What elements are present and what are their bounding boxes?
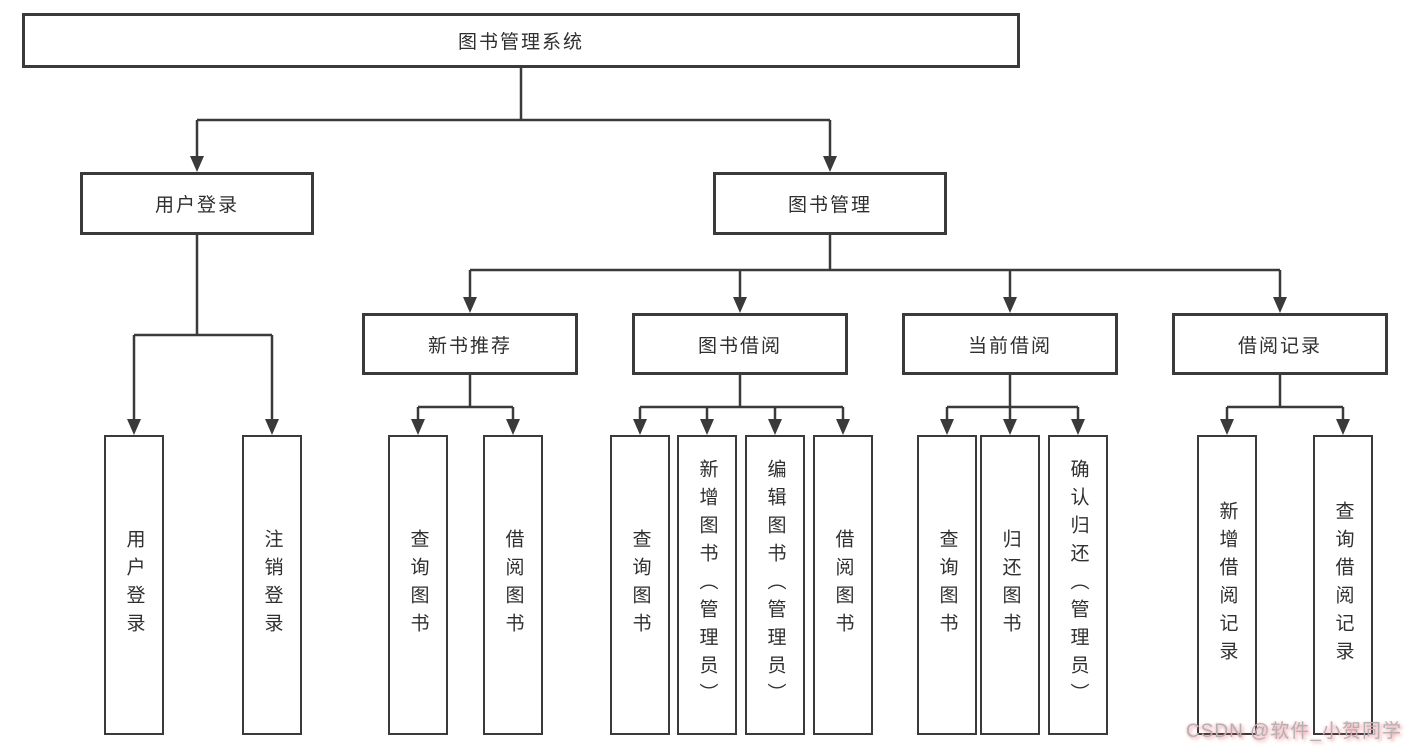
node-library-management-system: 图书管理系统 bbox=[22, 13, 1020, 68]
node-label: 借阅图书 bbox=[832, 529, 854, 641]
node-label: 查询图书 bbox=[407, 529, 429, 641]
node-user-login-group: 用户登录 bbox=[80, 172, 314, 235]
leaf-user-login: 用户登录 bbox=[104, 435, 164, 735]
leaf-add-books-admin: 新增图书（管理员） bbox=[677, 435, 737, 735]
node-label: 用户登录 bbox=[123, 529, 145, 641]
node-label: 编辑图书（管理员） bbox=[764, 459, 786, 711]
node-label: 图书管理系统 bbox=[457, 32, 584, 53]
leaf-return-books: 归还图书 bbox=[980, 435, 1040, 735]
leaf-query-borrow-record: 查询借阅记录 bbox=[1313, 435, 1373, 735]
node-label: 用户登录 bbox=[154, 195, 239, 216]
node-label: 归还图书 bbox=[999, 529, 1021, 641]
leaf-borrow-books-recommend: 借阅图书 bbox=[483, 435, 543, 735]
node-book-management: 图书管理 bbox=[713, 172, 947, 235]
node-label: 查询图书 bbox=[936, 529, 958, 641]
node-label: 新增借阅记录 bbox=[1216, 501, 1238, 669]
node-new-book-recommendation: 新书推荐 bbox=[362, 313, 578, 375]
csdn-watermark: CSDN @软件_小贺同学 bbox=[1186, 721, 1402, 742]
node-label: 借阅图书 bbox=[502, 529, 524, 641]
node-label: 查询图书 bbox=[629, 529, 651, 641]
leaf-query-books-current: 查询图书 bbox=[917, 435, 977, 735]
leaf-edit-books-admin: 编辑图书（管理员） bbox=[745, 435, 805, 735]
leaf-add-borrow-record: 新增借阅记录 bbox=[1197, 435, 1257, 735]
node-current-borrowing: 当前借阅 bbox=[902, 313, 1118, 375]
node-borrowing-records: 借阅记录 bbox=[1172, 313, 1388, 375]
node-label: 图书借阅 bbox=[697, 335, 782, 357]
node-label: 图书管理 bbox=[787, 195, 872, 216]
leaf-query-books-borrowing: 查询图书 bbox=[610, 435, 670, 735]
node-label: 新增图书（管理员） bbox=[696, 459, 718, 711]
node-label: 查询借阅记录 bbox=[1332, 501, 1354, 669]
leaf-borrow-books-borrowing: 借阅图书 bbox=[813, 435, 873, 735]
node-label: 注销登录 bbox=[261, 529, 283, 641]
arrowheads bbox=[127, 156, 1350, 435]
leaf-query-books-recommend: 查询图书 bbox=[388, 435, 448, 735]
node-label: 借阅记录 bbox=[1237, 335, 1322, 357]
leaf-logout: 注销登录 bbox=[242, 435, 302, 735]
node-book-borrowing: 图书借阅 bbox=[632, 313, 848, 375]
leaf-confirm-return-admin: 确认归还（管理员） bbox=[1048, 435, 1108, 735]
node-label: 当前借阅 bbox=[967, 335, 1052, 357]
node-label: 新书推荐 bbox=[427, 335, 512, 357]
node-label: 确认归还（管理员） bbox=[1067, 459, 1089, 711]
